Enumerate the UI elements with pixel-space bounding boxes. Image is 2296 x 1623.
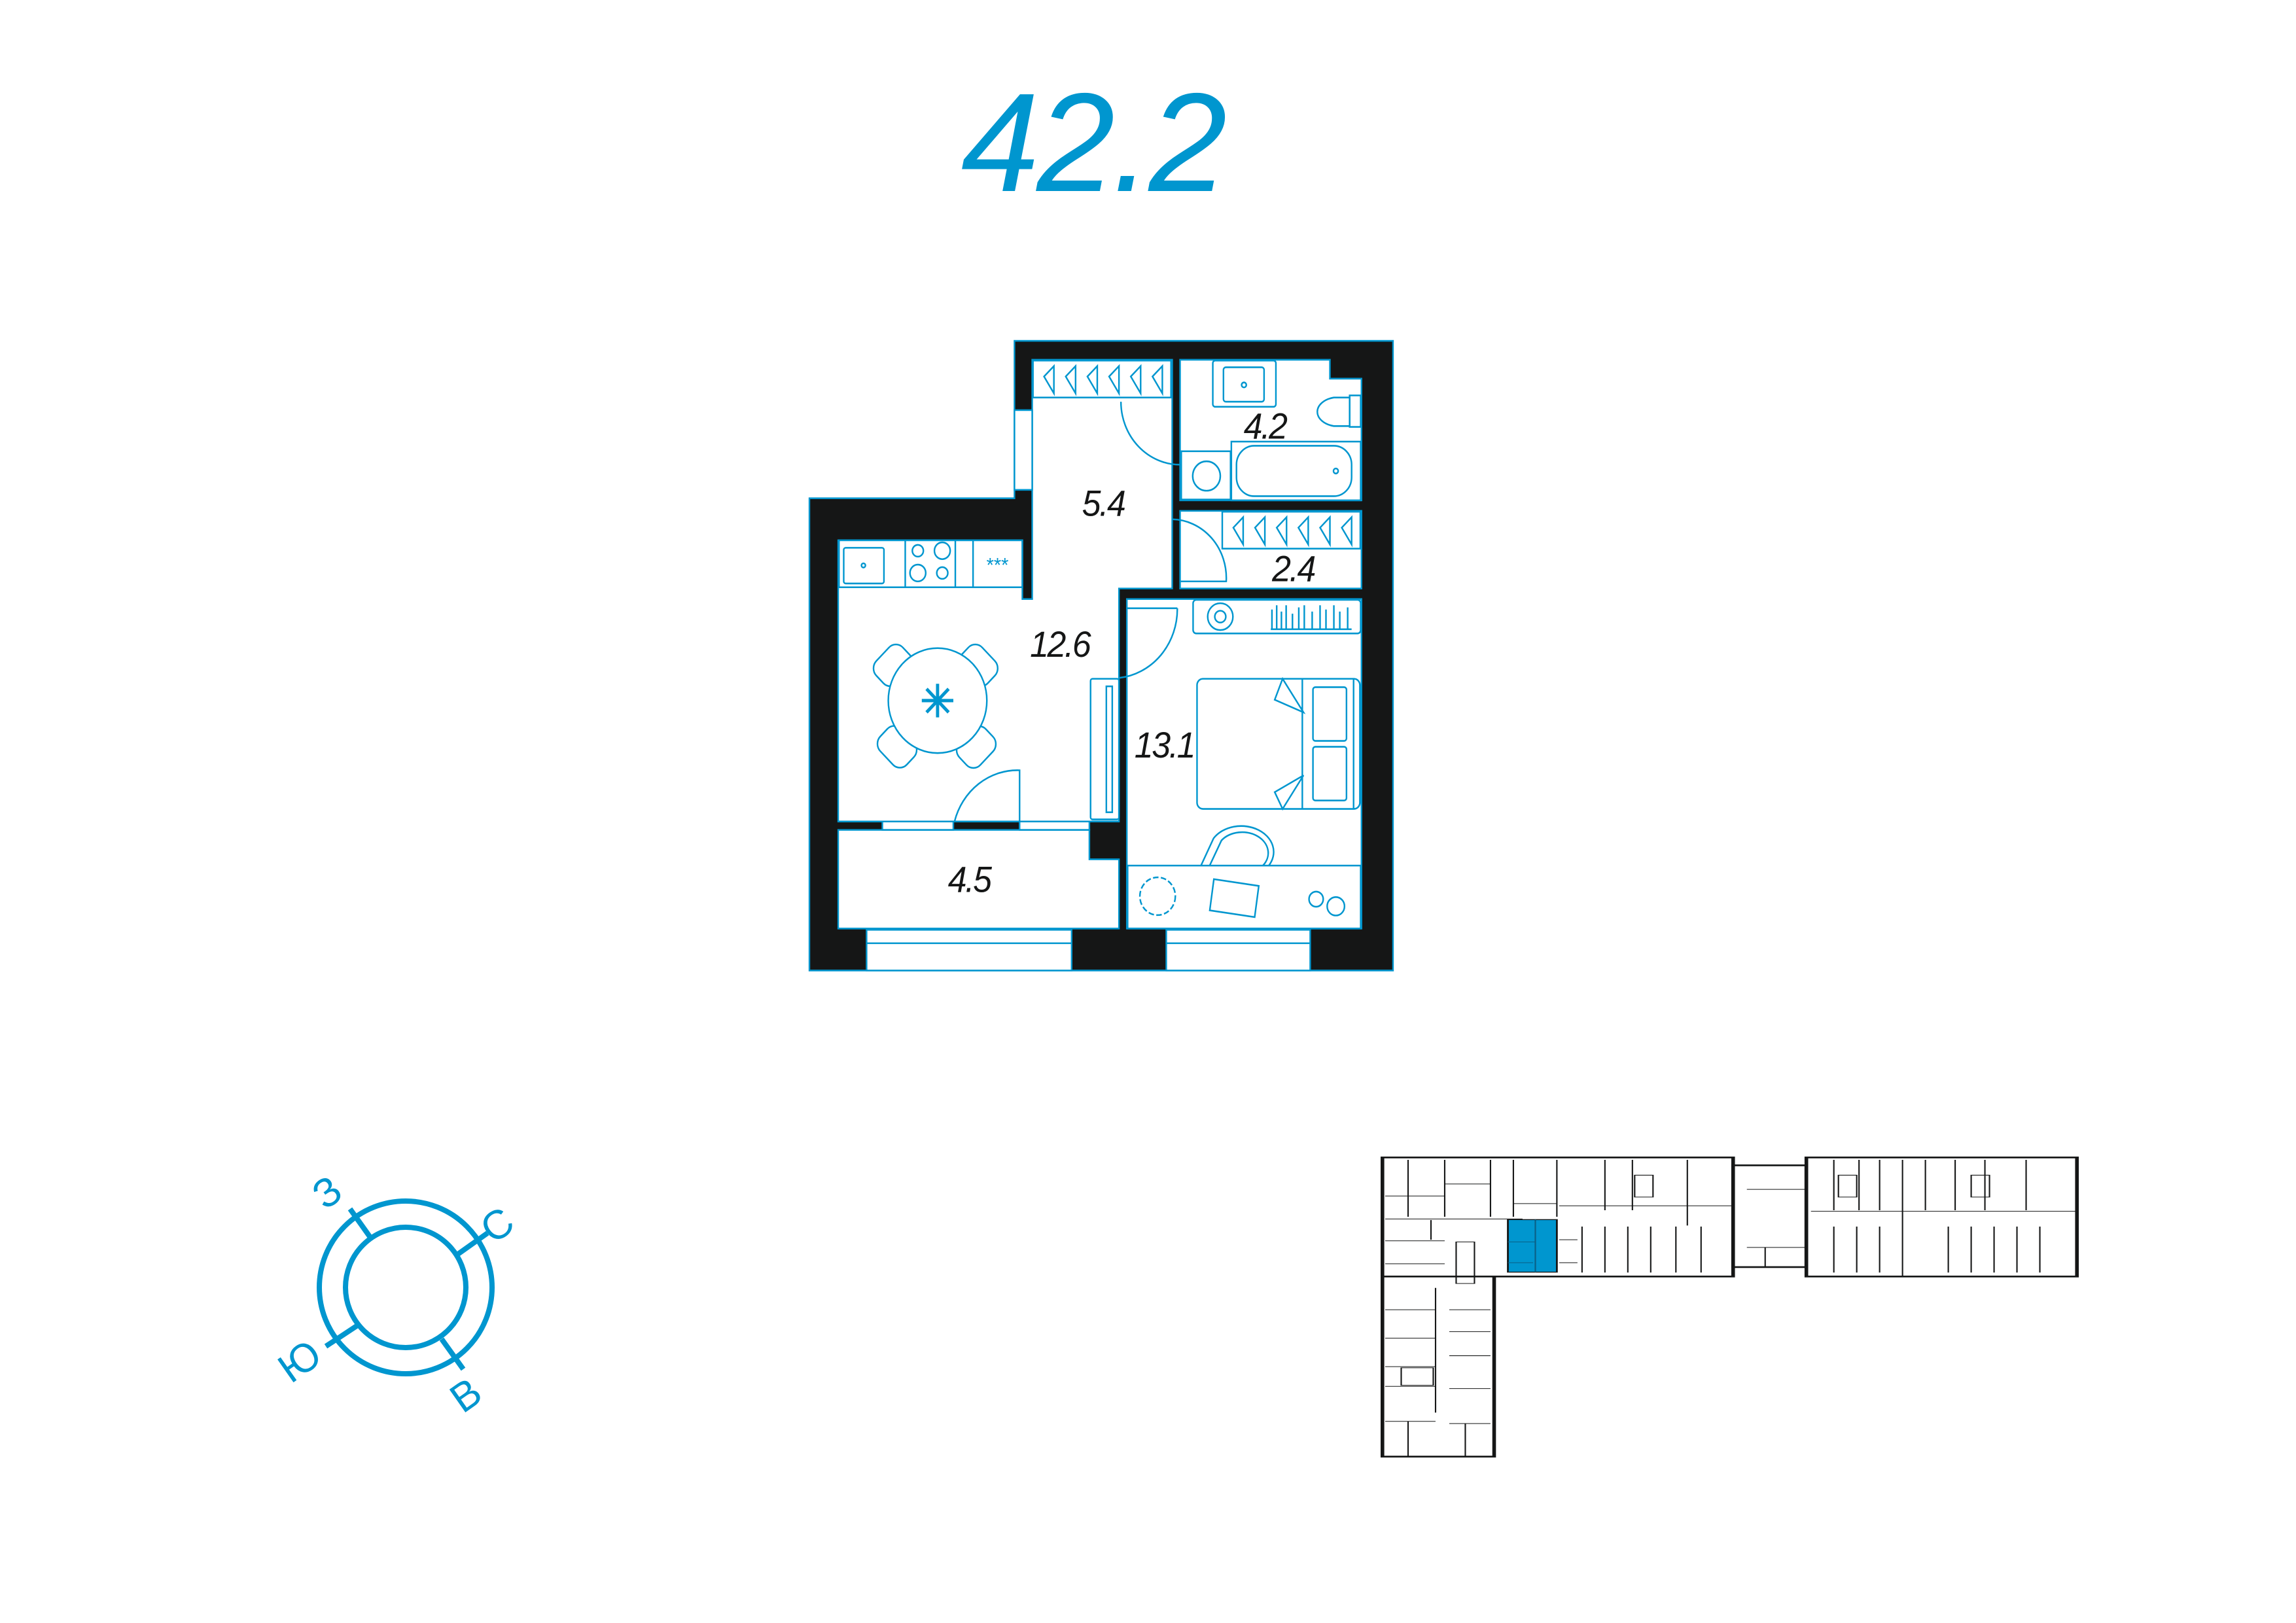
stove <box>911 544 925 558</box>
chair <box>1200 825 1275 866</box>
washing-machine <box>1180 450 1231 500</box>
desk <box>1127 864 1362 930</box>
window <box>1014 409 1033 491</box>
dining-table <box>872 643 998 769</box>
lamp <box>1308 890 1324 908</box>
compass-east-label: В <box>442 1369 490 1422</box>
wardrobe <box>1221 510 1362 550</box>
kitchen-counter <box>838 539 1023 588</box>
room-bedroom[interactable] <box>1125 598 1362 930</box>
area-label-kitchen-living: 12.6 <box>1030 625 1091 665</box>
door[interactable] <box>1120 402 1180 466</box>
bed <box>1196 678 1361 810</box>
plant <box>1139 876 1176 916</box>
laptop <box>1209 878 1260 918</box>
compass-south-label: Ю <box>270 1331 330 1391</box>
compass-west-label: З <box>304 1167 350 1218</box>
window <box>866 929 1073 971</box>
compass: З С Ю В <box>270 1167 523 1422</box>
window <box>1165 929 1311 971</box>
toilet <box>1316 396 1351 427</box>
highlighted-apartment[interactable] <box>1507 1219 1558 1273</box>
room-bathroom[interactable] <box>1179 358 1362 502</box>
area-label-balcony: 4.5 <box>948 860 992 900</box>
area-label-hallway: 5.4 <box>1082 484 1125 524</box>
wardrobe <box>1032 359 1172 398</box>
sink <box>1212 359 1277 408</box>
area-label-closet: 2.4 <box>1271 550 1315 589</box>
total-area-title: 42.2 <box>961 63 1227 221</box>
cabinet <box>1089 678 1120 820</box>
area-label-bathroom: 4.2 <box>1244 407 1287 447</box>
shelf <box>1192 599 1362 635</box>
area-label-bedroom: 13.1 <box>1135 726 1194 766</box>
door[interactable] <box>1118 607 1178 679</box>
room-closet[interactable] <box>1179 510 1362 589</box>
svg-text:***: *** <box>987 554 1009 576</box>
floor-key-plan <box>1381 1157 2079 1457</box>
door[interactable] <box>953 769 1021 822</box>
bathtub <box>1230 440 1362 502</box>
apartment-floor-plan: *** 5.4 4.2 2.4 12.6 13.1 4.5 <box>808 340 1394 971</box>
door[interactable] <box>1172 518 1227 583</box>
